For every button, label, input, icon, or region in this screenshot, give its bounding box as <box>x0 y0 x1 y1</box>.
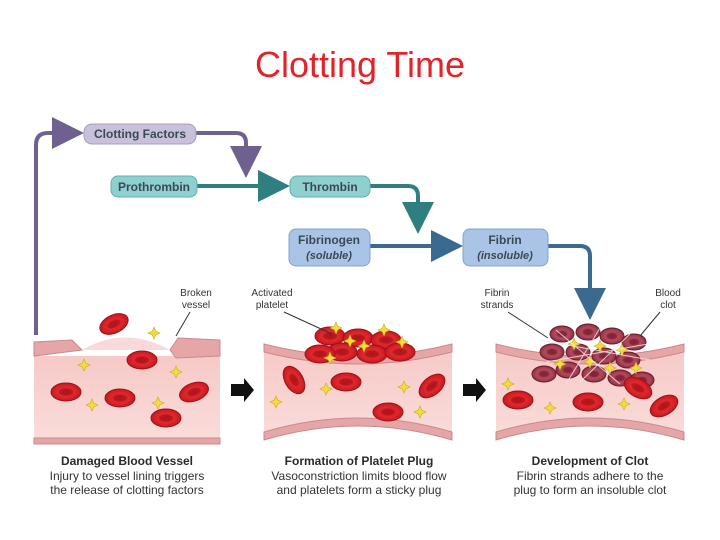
activated-platelet-label-1: Activated <box>251 288 292 299</box>
stage-2-line-2: and platelets form a sticky plug <box>277 483 442 497</box>
prothrombin-box: Prothrombin <box>110 175 198 198</box>
blood-clot-label-1: Blood <box>655 288 681 299</box>
stage-2-title: Formation of Platelet Plug <box>285 454 434 468</box>
fibrin-box: Fibrin (insoluble) <box>462 228 549 267</box>
stage-1-line-1: Injury to vessel lining triggers <box>50 469 205 483</box>
page-title: Clotting Time <box>254 44 466 85</box>
fibrin-strands-pointer <box>507 311 549 339</box>
fibrin-label: Fibrin <box>488 233 521 247</box>
thrombin-label: Thrombin <box>302 180 357 194</box>
stage-3-line-1: Fibrin strands adhere to the <box>517 469 664 483</box>
stage-arrow-1 <box>231 378 254 402</box>
activated-platelet-pointer <box>283 311 333 335</box>
stage-2-line-1: Vasoconstriction limits blood flow <box>271 469 447 483</box>
blood-clot-label-2: clot <box>660 300 676 311</box>
thrombin-box: Thrombin <box>289 175 371 198</box>
damaged-vessel-panel <box>33 309 221 445</box>
fibrin-to-clot-arrow <box>548 244 606 320</box>
broken-vessel-label-2: vessel <box>182 300 210 311</box>
clotting-factors-box: Clotting Factors <box>83 123 197 145</box>
stage-3-line-2: plug to form an insoluble clot <box>514 483 667 497</box>
stage-caption-1: Damaged Blood Vessel Injury to vessel li… <box>50 454 205 497</box>
stage-caption-2: Formation of Platelet Plug Vasoconstrict… <box>271 454 447 497</box>
clotting-factors-label: Clotting Factors <box>94 127 186 141</box>
fibrinogen-label: Fibrinogen <box>298 233 360 247</box>
fibrin-strands-label-2: strands <box>481 300 514 311</box>
stage-arrow-2 <box>463 378 486 402</box>
broken-vessel-label-1: Broken <box>180 288 212 299</box>
thrombin-to-fibrinogen-arrow <box>370 184 434 234</box>
stage-caption-3: Development of Clot Fibrin strands adher… <box>514 454 667 497</box>
fibrinogen-box: Fibrinogen (soluble) <box>288 228 371 267</box>
platelet-plug-panel <box>263 321 453 441</box>
stage-1-title: Damaged Blood Vessel <box>61 454 193 468</box>
stage-1-line-2: the release of clotting factors <box>50 483 203 497</box>
fibrin-note: (insoluble) <box>477 250 533 262</box>
factors-release-arrow <box>34 117 84 335</box>
activated-platelet-label-2: platelet <box>256 300 288 311</box>
clot-panel <box>495 323 685 441</box>
fibrinogen-note: (soluble) <box>306 250 352 262</box>
fibrin-strands-label-1: Fibrin <box>484 288 509 299</box>
stage-3-title: Development of Clot <box>532 454 649 468</box>
prothrombin-label: Prothrombin <box>118 180 190 194</box>
blood-clot-pointer <box>639 311 661 337</box>
broken-vessel-pointer <box>175 311 191 337</box>
factors-to-prothrombin-arrow <box>196 131 262 178</box>
